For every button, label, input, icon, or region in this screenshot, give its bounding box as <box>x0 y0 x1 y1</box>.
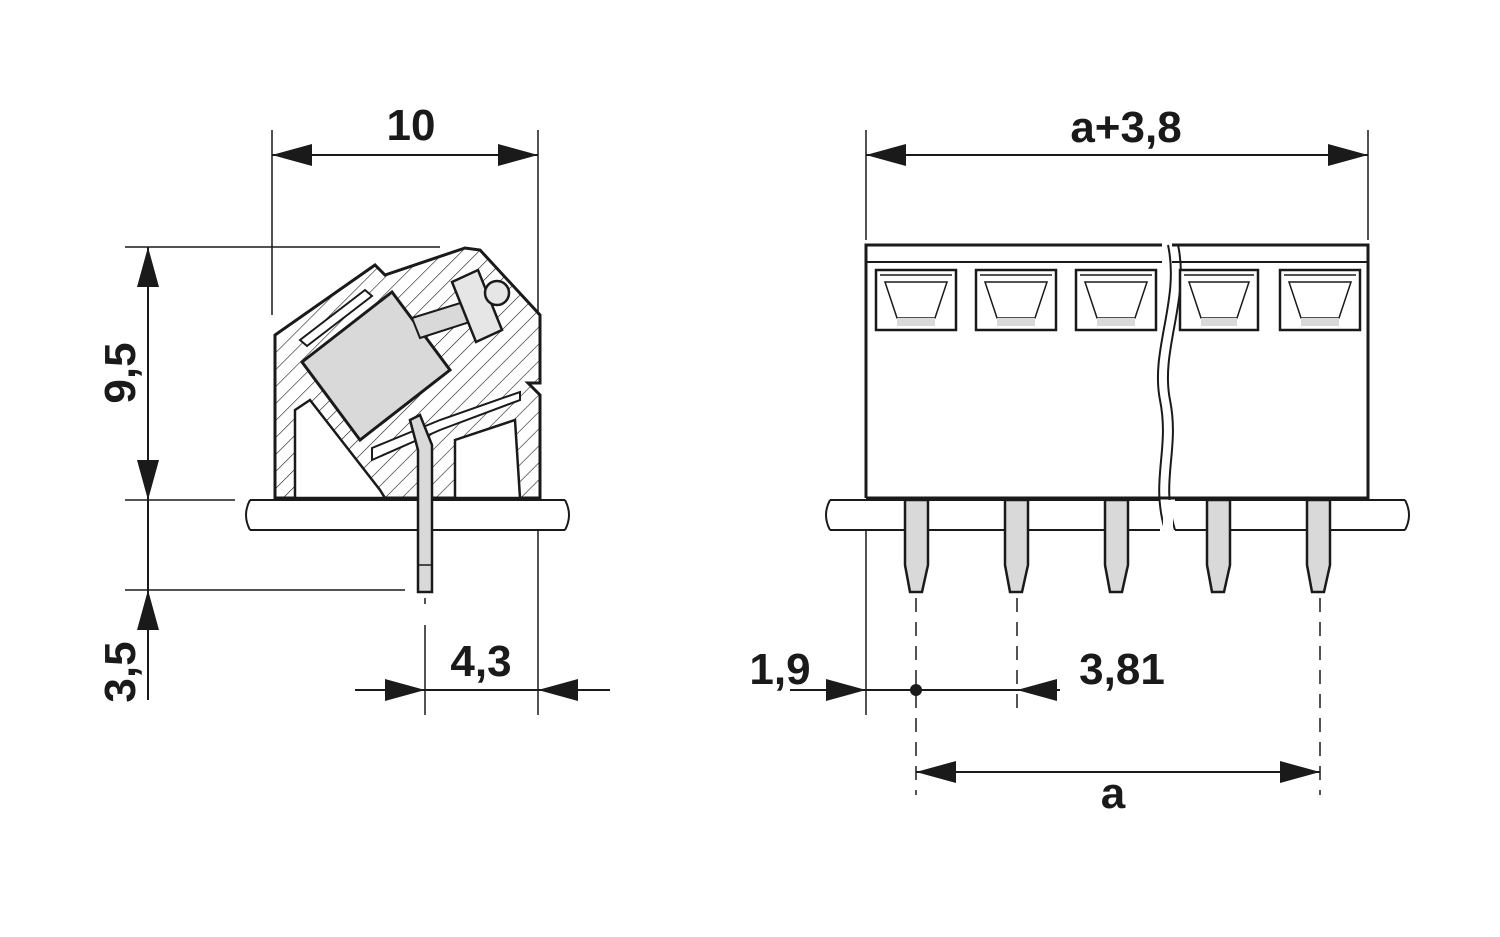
terminal-housing-front <box>864 243 1370 531</box>
dim-span: a <box>916 761 1320 818</box>
side-view: 10 9,5 3,5 4,3 <box>96 101 610 715</box>
dim-label-side-width: 10 <box>387 101 436 150</box>
pin-3 <box>1103 498 1130 594</box>
clamp-opening-3 <box>1074 268 1158 332</box>
dim-label-edge-offset: 1,9 <box>749 645 810 694</box>
dim-label-total-length: a+3,8 <box>1070 103 1181 152</box>
pin-2 <box>1003 498 1030 594</box>
clamp-opening-5 <box>1278 268 1362 332</box>
clamp-opening-1 <box>874 268 958 332</box>
pin-1 <box>903 498 930 594</box>
pins <box>903 498 1332 594</box>
clamp-opening-2 <box>974 268 1058 332</box>
pin-centerlines <box>915 598 1321 795</box>
dim-side-height: 9,5 <box>96 246 440 501</box>
dim-pin-offset: 4,3 <box>355 530 610 715</box>
front-view: a+3,8 1,9 3,81 a <box>749 103 1410 818</box>
pin-4 <box>1205 498 1232 594</box>
dim-label-side-height: 9,5 <box>96 342 145 403</box>
dim-pin-length: 3,5 <box>96 500 405 703</box>
pcb-board-side <box>245 499 570 531</box>
terminal-housing-side <box>273 246 542 594</box>
clamp-openings <box>874 268 1362 332</box>
dim-edge-and-pitch: 1,9 3,81 <box>749 530 1165 715</box>
dim-label-span: a <box>1101 769 1126 818</box>
dim-label-pin-offset: 4,3 <box>450 637 511 686</box>
dim-side-width: 10 <box>271 101 539 315</box>
clamp-opening-4 <box>1178 268 1260 332</box>
dim-label-pitch: 3,81 <box>1079 645 1165 694</box>
dim-total-length: a+3,8 <box>865 103 1369 240</box>
dim-label-pin-length: 3,5 <box>96 641 145 702</box>
pin-5 <box>1305 498 1332 594</box>
